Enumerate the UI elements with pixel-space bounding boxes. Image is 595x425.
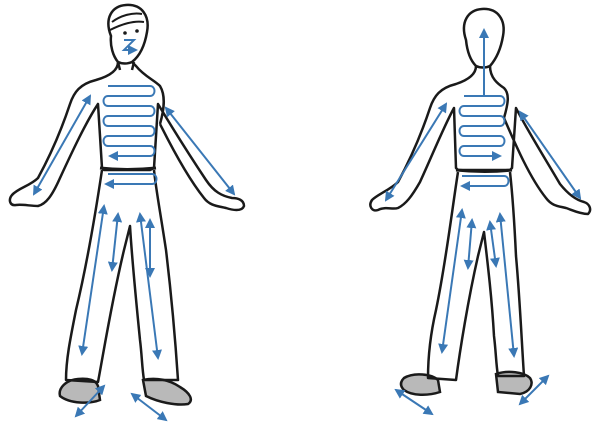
- back-right-leg-arrow: [500, 214, 514, 356]
- back-belt: [456, 170, 512, 172]
- back-left-arm-arrow: [386, 104, 446, 200]
- back-left-leg-arrow: [442, 210, 462, 352]
- back-inner-right-leg-arrow: [490, 222, 496, 266]
- back-inner-left-leg-arrow: [468, 220, 472, 268]
- front-right-arm-arrow: [166, 108, 234, 194]
- front-arrows: [34, 40, 234, 420]
- front-inner-left-leg-arrow: [112, 214, 118, 270]
- back-arrows: [386, 30, 580, 414]
- front-belt-loop-arrow: [106, 174, 157, 184]
- front-torso-zigzag-arrow: [104, 86, 155, 156]
- front-left-eye: [123, 31, 127, 35]
- front-right-shoe: [143, 379, 191, 405]
- front-figure: [10, 5, 244, 420]
- back-belt-loop-arrow: [462, 176, 509, 186]
- back-figure: [370, 9, 590, 414]
- front-right-eye: [135, 29, 139, 33]
- front-belt: [100, 168, 156, 170]
- front-left-arm-arrow: [34, 96, 90, 194]
- back-torso-zigzag-arrow: [460, 96, 505, 156]
- back-torso-outline: [370, 66, 590, 214]
- back-right-arm-arrow: [520, 112, 580, 198]
